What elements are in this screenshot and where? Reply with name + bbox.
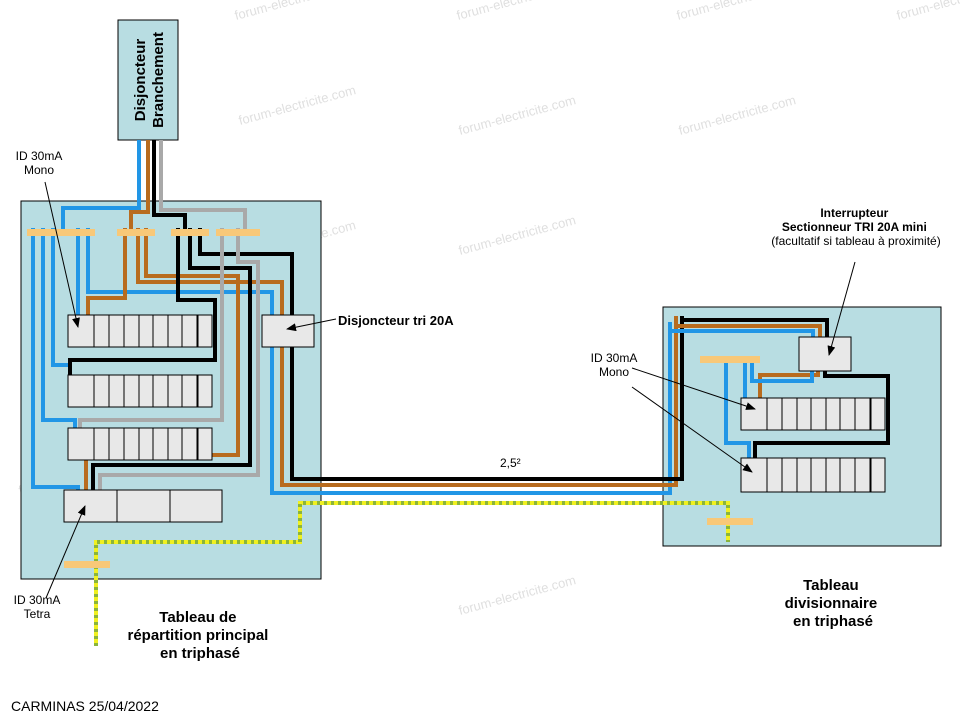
svg-text:forum-electricite.com: forum-electricite.com — [237, 82, 357, 128]
earth-wire — [94, 501, 730, 646]
main-panel-wiring — [31, 228, 684, 495]
breaker-row-1 — [67, 314, 213, 348]
svg-text:forum-electricite.com: forum-electricite.com — [457, 572, 577, 618]
breaker-row-3 — [67, 427, 213, 461]
sub-breaker-row-2 — [740, 457, 886, 493]
svg-text:forum-electricite.com: forum-electricite.com — [457, 212, 577, 258]
svg-text:forum-electricite.com: forum-electricite.com — [233, 0, 353, 23]
sub-panel-wiring — [668, 316, 890, 460]
label-disjoncteur-tri: Disjoncteur tri 20A — [338, 313, 454, 328]
sub-breaker-row-1 — [740, 397, 886, 431]
svg-text:forum-electricite.com: forum-electricite.com — [677, 92, 797, 138]
interrupteur-sectionneur — [798, 336, 852, 372]
disjoncteur-branchement: Disjoncteur Branchement — [117, 19, 179, 141]
label-cable-section: 2,5² — [500, 456, 521, 470]
id-tetra-breaker — [63, 489, 223, 523]
breaker-row-2 — [67, 374, 213, 408]
svg-text:forum-electricite.com: forum-electricite.com — [895, 0, 960, 23]
svg-text:forum-electricite.com: forum-electricite.com — [455, 0, 575, 23]
disjoncteur-tri-20a — [261, 314, 315, 348]
busbars-main — [27, 229, 260, 568]
label-interrupteur: Interrupteur Sectionneur TRI 20A mini (f… — [771, 206, 940, 248]
svg-text:Disjoncteur: Disjoncteur — [132, 39, 149, 122]
main-panel-title: Tableau de répartition principal en trip… — [127, 609, 272, 662]
svg-text:forum-electricite.com: forum-electricite.com — [457, 92, 577, 138]
sub-panel-title: Tableau divisionnaire en triphasé — [785, 577, 882, 630]
busbars-sub — [700, 356, 760, 525]
svg-text:Branchement: Branchement — [150, 32, 167, 128]
svg-text:forum-electricite.com: forum-electricite.com — [675, 0, 795, 23]
callout-arrows — [44, 181, 856, 599]
author-date: CARMINAS 25/04/2022 — [11, 698, 159, 714]
incoming-cable — [61, 140, 247, 230]
